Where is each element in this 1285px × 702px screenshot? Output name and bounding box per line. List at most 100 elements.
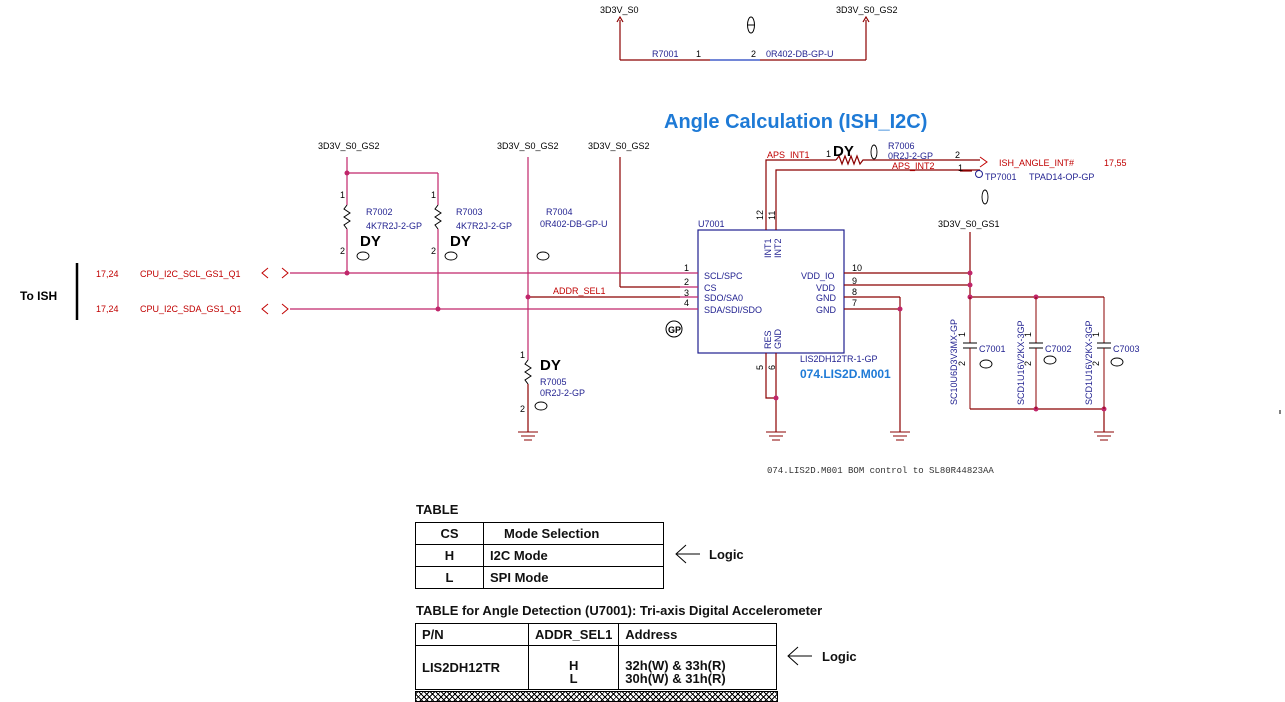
tp7001-value: TPAD14-OP-GP bbox=[1029, 172, 1094, 182]
r7003-pin2: 2 bbox=[431, 246, 436, 256]
c7001-pin1: 1 bbox=[957, 332, 967, 337]
u7001-pin2-num: 2 bbox=[684, 277, 689, 287]
tp7001-ref: TP7001 bbox=[985, 172, 1017, 182]
table-header: ADDR_SEL1 bbox=[527, 623, 620, 646]
u7001-body bbox=[697, 229, 845, 354]
table-row: P/N ADDR_SEL1 Address bbox=[415, 623, 777, 646]
scl-line bbox=[261, 267, 680, 279]
table-cell: L bbox=[415, 566, 484, 589]
ish-angle-label: ISH_ANGLE_INT# bbox=[999, 158, 1074, 168]
r7003 bbox=[434, 204, 442, 309]
to-ish-label: To ISH bbox=[20, 289, 57, 303]
capacitors bbox=[963, 297, 1111, 409]
u7001-pin9-name: VDD bbox=[816, 283, 836, 293]
u7001-pin6-num: 6 bbox=[767, 365, 777, 370]
part-marker-icons bbox=[356, 144, 1124, 411]
table-cell: I2C Mode bbox=[483, 544, 664, 567]
r7003-pin1: 1 bbox=[431, 190, 436, 200]
sda-line bbox=[261, 303, 680, 315]
r7003-value: 4K7R2J-2-GP bbox=[456, 221, 512, 231]
table-cell: Mode Selection bbox=[483, 522, 664, 545]
tp7001-pin: 1 bbox=[958, 163, 963, 173]
net-pwr-a: 3D3V_S0_GS2 bbox=[318, 141, 380, 151]
aps-int2-label: APS_INT2 bbox=[892, 161, 935, 171]
u7001-pin3-num: 3 bbox=[684, 288, 689, 298]
sda-page-ref: 17,24 bbox=[96, 304, 119, 314]
table1-title: TABLE bbox=[416, 502, 459, 517]
r7001-ref: R7001 bbox=[652, 49, 679, 59]
u7001-pin8-num: 8 bbox=[852, 287, 857, 297]
table1-logic: Logic bbox=[709, 547, 744, 562]
u7001-pin8-name: GND bbox=[816, 293, 837, 303]
table2-title: TABLE for Angle Detection (U7001): Tri-a… bbox=[416, 603, 823, 618]
table-cell: 32h(W) & 33h(R)30h(W) & 31h(R) bbox=[618, 645, 777, 690]
u7001-pin10-name: VDD_IO bbox=[801, 271, 835, 281]
table-cell: H bbox=[415, 544, 484, 567]
bom-note: 074.LIS2D.M001 BOM control to SL80R44823… bbox=[767, 466, 994, 476]
rotate-symbol-icon bbox=[747, 16, 755, 34]
u7001-pin2-name: CS bbox=[704, 283, 717, 293]
scl-page-ref: 17,24 bbox=[96, 269, 119, 279]
table-cell: CS bbox=[415, 522, 484, 545]
u7001-pin7-num: 7 bbox=[852, 298, 857, 308]
table-header: Address bbox=[618, 623, 777, 646]
table-cell: SPI Mode bbox=[483, 566, 664, 589]
u7001-pin11-num: 11 bbox=[767, 211, 777, 220]
r7006-value: 0R2J-2-GP bbox=[888, 151, 933, 161]
sel-h: H bbox=[568, 657, 579, 673]
u7001-bom: 074.LIS2D.M001 bbox=[800, 367, 891, 381]
c7002-pin1: 1 bbox=[1023, 332, 1033, 337]
u7001-pin4-num: 4 bbox=[684, 298, 689, 308]
addr-h: 32h(W) & 33h(R) bbox=[625, 657, 726, 673]
net-pwr-c: 3D3V_S0_GS2 bbox=[588, 141, 650, 151]
u7001-part: LIS2DH12TR-1-GP bbox=[800, 354, 878, 364]
c7001-value: SC10U6D3V3MX-GP bbox=[949, 319, 959, 405]
c7003-ref: C7003 bbox=[1113, 344, 1140, 354]
table-hatch-row bbox=[415, 691, 778, 702]
net-3d3v-s0-gs2-top: 3D3V_S0_GS2 bbox=[836, 5, 898, 15]
r7006-pin1: 1 bbox=[826, 149, 831, 159]
u7001-ref: U7001 bbox=[698, 219, 725, 229]
arrow-left-icon bbox=[675, 544, 700, 564]
r7001-pin2: 2 bbox=[751, 49, 756, 59]
u7001-pin7-name: GND bbox=[816, 305, 837, 315]
net-pwr-gs1: 3D3V_S0_GS1 bbox=[938, 219, 1000, 229]
gp-marker-icon bbox=[665, 320, 683, 338]
table-header: P/N bbox=[415, 623, 529, 646]
u7001-pin12-num: 12 bbox=[755, 210, 765, 220]
u7001-pin4-name: SDA/SDI/SDO bbox=[704, 305, 762, 315]
u7001-gp: GP bbox=[668, 325, 681, 335]
r7002-dy: DY bbox=[360, 233, 381, 250]
net-3d3v-s0-top: 3D3V_S0 bbox=[600, 5, 639, 15]
addr-l: 30h(W) & 31h(R) bbox=[625, 670, 726, 686]
diagram-title: Angle Calculation (ISH_I2C) bbox=[664, 111, 927, 133]
r7006-pin2: 2 bbox=[955, 150, 960, 160]
c7002-ref: C7002 bbox=[1045, 344, 1072, 354]
pullup-rail bbox=[346, 157, 439, 205]
u7001-pin10-num: 10 bbox=[852, 263, 862, 273]
r7003-ref: R7003 bbox=[456, 207, 483, 217]
u7001-pin5-num: 5 bbox=[755, 365, 765, 370]
r7001-block: 3D3V_S0 3D3V_S0_GS2 R7001 1 2 0R402-DB-G… bbox=[600, 5, 898, 61]
table-cell: LIS2DH12TR bbox=[415, 645, 529, 690]
r7001-pin1: 1 bbox=[696, 49, 701, 59]
arrow-left-icon bbox=[787, 646, 812, 666]
c7001-pin2: 2 bbox=[957, 361, 967, 366]
r7001-value: 0R402-DB-GP-U bbox=[766, 49, 834, 59]
r7006-ref: R7006 bbox=[888, 141, 915, 151]
sel-l: L bbox=[569, 670, 578, 686]
r7002-value: 4K7R2J-2-GP bbox=[366, 221, 422, 231]
c7001-ref: C7001 bbox=[979, 344, 1006, 354]
r7002-pin2: 2 bbox=[340, 246, 345, 256]
u7001-pin1-name: SCL/SPC bbox=[704, 271, 743, 281]
u7001-int2-name: INT2 bbox=[773, 238, 783, 258]
aps-int1-label: APS_INT1 bbox=[767, 150, 810, 160]
r7004-ref: R7004 bbox=[546, 207, 573, 217]
r7002 bbox=[343, 204, 351, 273]
r7005-ref: R7005 bbox=[540, 377, 567, 387]
